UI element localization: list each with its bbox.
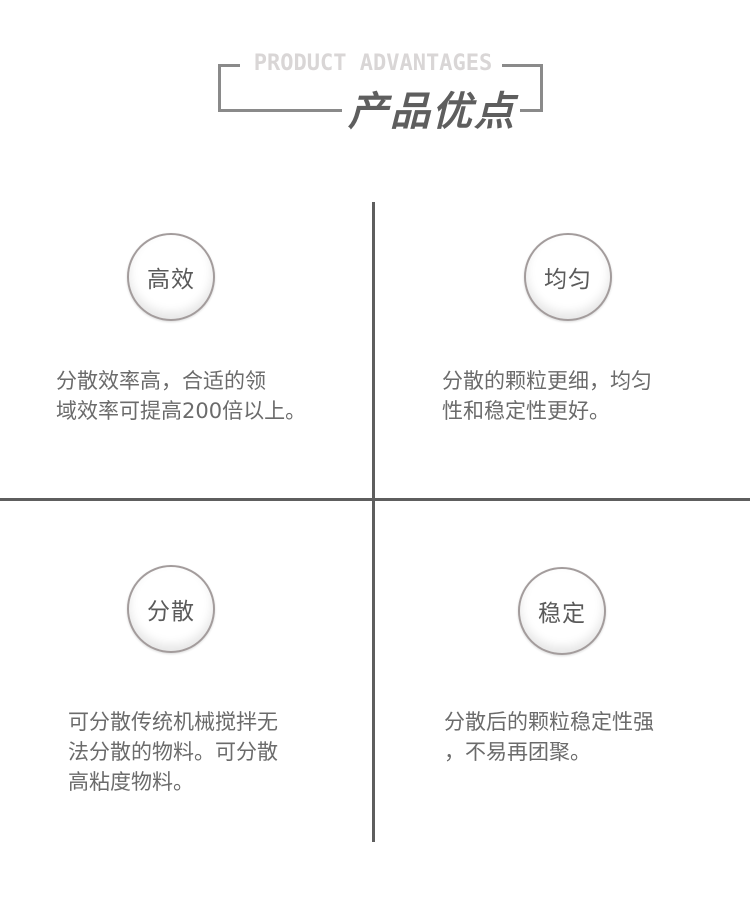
advantage-badge-dispersion: 分散 [127, 565, 215, 653]
title-frame-right [502, 64, 543, 112]
advantage-badge-efficient: 高效 [127, 233, 215, 321]
advantage-title: 分散 [147, 599, 195, 625]
advantage-description: 分散的颗粒更细，均匀 性和稳定性更好。 [442, 369, 652, 423]
advantage-description: 可分散传统机械搅拌无 法分散的物料。可分散 高粘度物料。 [68, 710, 278, 794]
section-header: PRODUCT ADVANTAGES 产品优点 [0, 0, 750, 160]
advantage-title: 均匀 [544, 267, 592, 293]
advantage-title: 稳定 [538, 601, 586, 627]
frame-mask [240, 60, 502, 70]
advantage-description: 分散后的颗粒稳定性强 ，不易再团聚。 [444, 710, 654, 764]
page-title: 产品优点 [344, 86, 520, 138]
english-title: PRODUCT ADVANTAGES [253, 51, 493, 76]
vertical-divider [372, 202, 375, 842]
advantage-badge-uniform: 均匀 [524, 233, 612, 321]
horizontal-divider [0, 498, 750, 501]
advantage-description: 分散效率高，合适的领 域效率可提高200倍以上。 [56, 369, 307, 423]
advantage-badge-stable: 稳定 [518, 567, 606, 655]
advantage-title: 高效 [147, 267, 195, 293]
